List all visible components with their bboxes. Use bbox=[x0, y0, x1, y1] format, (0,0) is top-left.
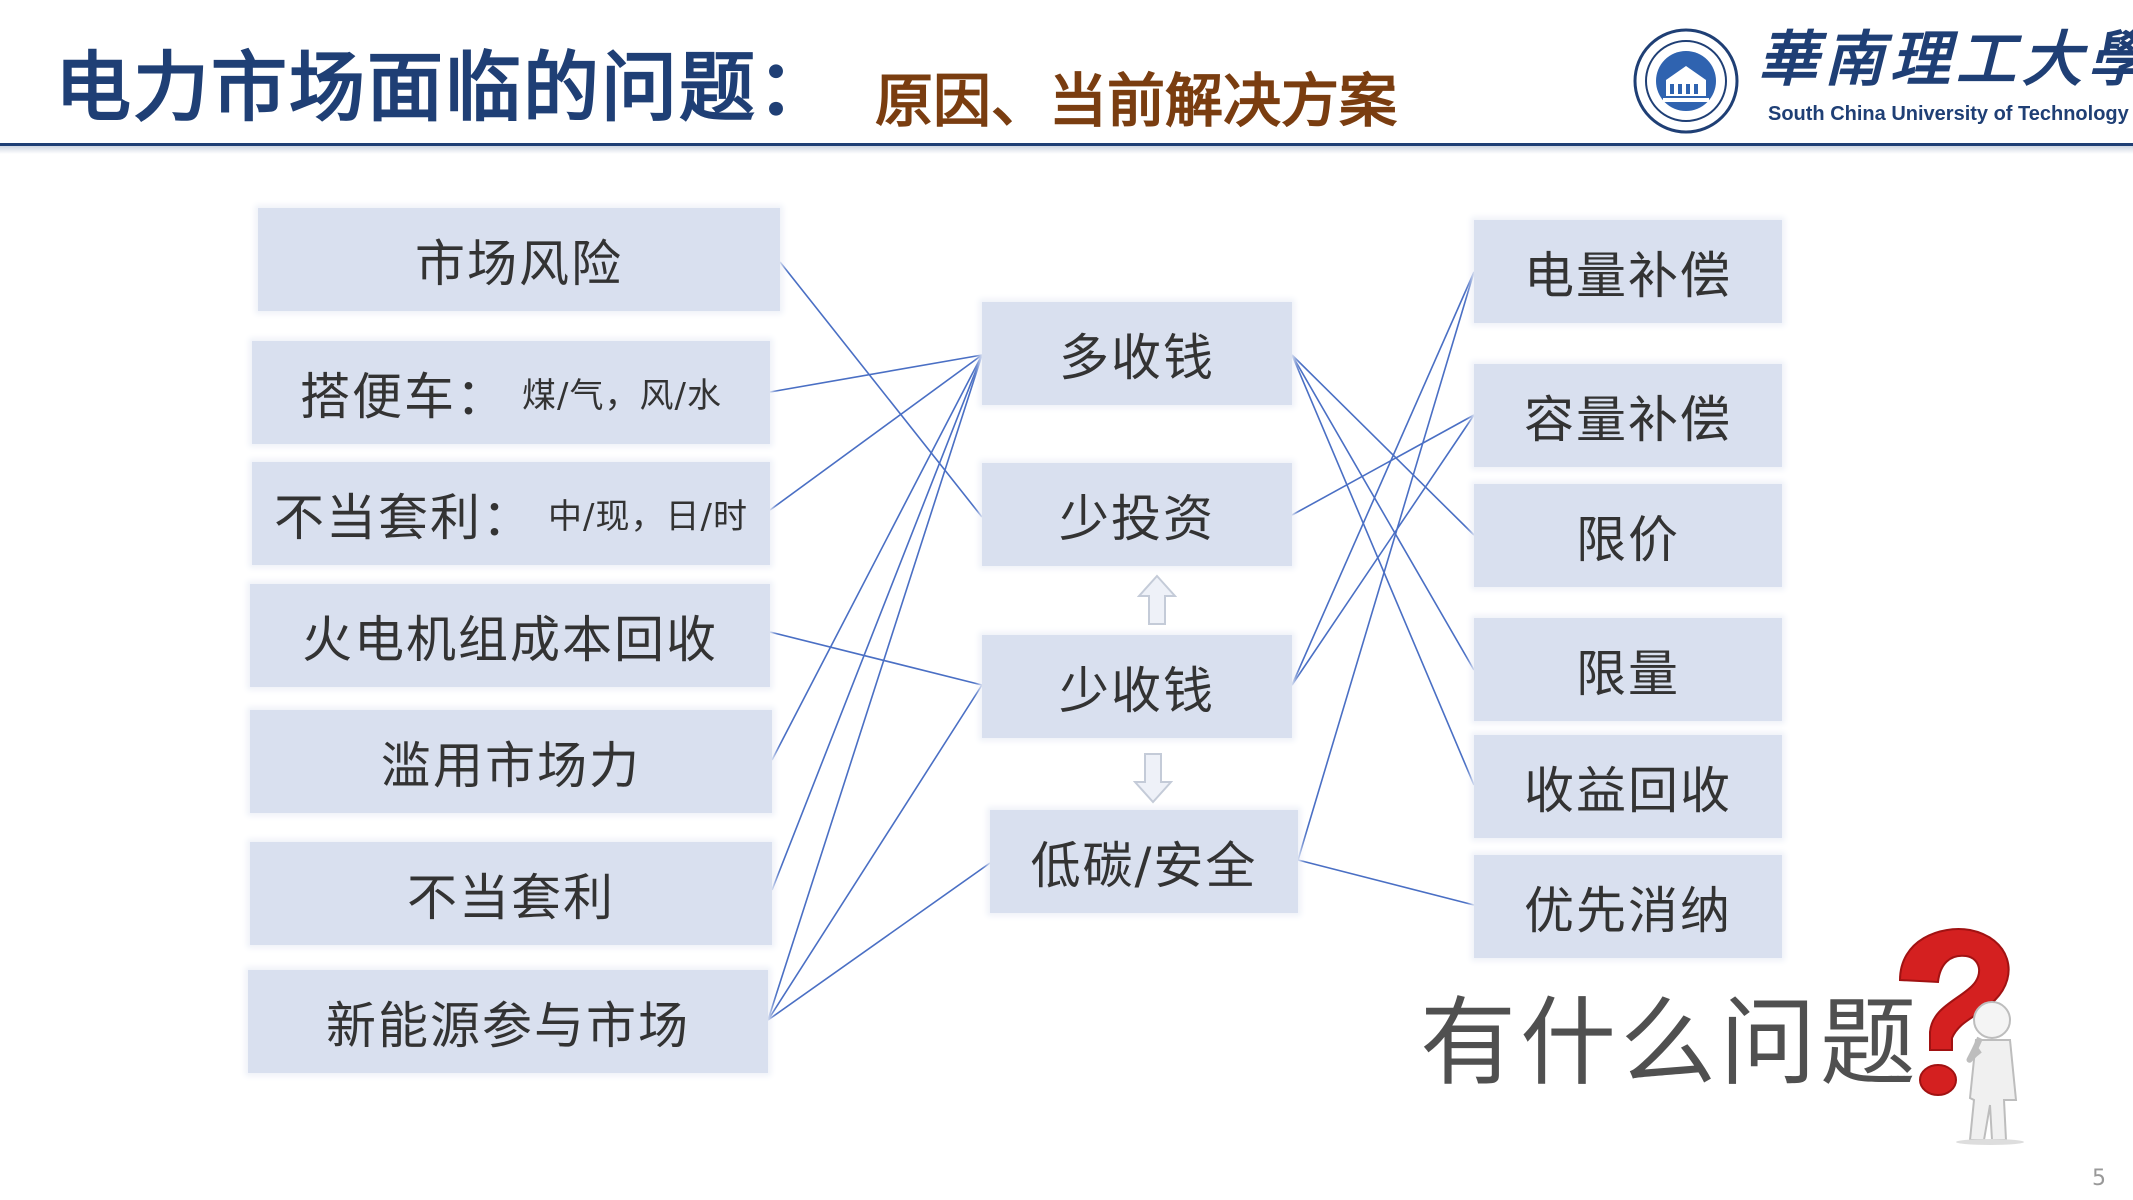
effect-label: 少投资 bbox=[1059, 489, 1215, 548]
cause-box-free-riding: 搭便车： 煤/气，风/水 bbox=[252, 341, 770, 444]
link-arbitrage-detail-to-overcharging bbox=[769, 354, 983, 511]
solution-box-quantity-cap: 限量 bbox=[1474, 618, 1782, 721]
cause-box-thermal-cost-recovery: 火电机组成本回收 bbox=[250, 584, 770, 687]
solution-label: 容量补偿 bbox=[1524, 390, 1732, 449]
solution-label: 电量补偿 bbox=[1524, 246, 1732, 305]
effect-box-undercharging: 少收钱 bbox=[982, 635, 1292, 738]
cause-label: 不当套利： bbox=[274, 488, 535, 547]
effect-box-reduced-investment: 少投资 bbox=[982, 463, 1292, 566]
header-divider-shadow bbox=[0, 146, 2133, 154]
header-divider bbox=[0, 143, 2133, 146]
effect-label: 低碳/安全 bbox=[1030, 836, 1258, 895]
down-arrow-icon bbox=[1133, 753, 1173, 804]
cause-label: 市场风险 bbox=[415, 234, 623, 293]
solution-label: 限量 bbox=[1576, 644, 1680, 703]
link-undercharging-to-capacity-comp bbox=[1291, 414, 1475, 686]
slide-subtitle: 原因、当前解决方案 bbox=[875, 67, 1398, 135]
link-renewables-to-overcharging bbox=[767, 354, 983, 1021]
solution-label: 限价 bbox=[1576, 510, 1680, 569]
link-undercharging-to-energy-comp bbox=[1291, 271, 1475, 686]
cause-label: 滥用市场力 bbox=[381, 736, 641, 795]
cause-box-renewables-in-market: 新能源参与市场 bbox=[248, 970, 768, 1073]
effect-label: 多收钱 bbox=[1059, 328, 1215, 387]
page-number: 5 bbox=[2092, 1166, 2106, 1191]
cause-detail: 中/现，日/时 bbox=[548, 497, 748, 537]
effect-label: 少收钱 bbox=[1059, 661, 1215, 720]
link-overcharging-to-quantity-cap bbox=[1291, 354, 1475, 671]
cause-label: 搭便车： bbox=[300, 367, 509, 426]
cause-label: 火电机组成本回收 bbox=[302, 610, 718, 669]
solution-box-priority-dispatch: 优先消纳 bbox=[1474, 855, 1782, 958]
cause-detail: 煤/气，风/水 bbox=[522, 376, 722, 416]
link-market-risk-to-reduced-investment bbox=[779, 261, 983, 518]
university-english-name: South China University of Technology bbox=[1768, 103, 2129, 125]
cause-box-improper-arbitrage: 不当套利 bbox=[250, 842, 772, 945]
solution-box-price-cap: 限价 bbox=[1474, 484, 1782, 587]
cause-label: 新能源参与市场 bbox=[326, 996, 690, 1055]
cause-box-improper-arbitrage-detail: 不当套利： 中/现，日/时 bbox=[252, 462, 770, 565]
link-renewables-to-low-carbon bbox=[767, 862, 991, 1021]
cause-label: 不当套利 bbox=[407, 868, 615, 927]
solution-label: 收益回收 bbox=[1524, 761, 1732, 820]
effect-box-low-carbon-security: 低碳/安全 bbox=[990, 810, 1298, 913]
link-arbitrage-to-overcharging bbox=[771, 354, 983, 891]
university-seal-logo bbox=[1633, 28, 1739, 134]
link-thermal-cost-to-undercharging bbox=[769, 631, 983, 686]
slide-title: 电力市场面临的问题： bbox=[55, 43, 835, 132]
question-text: 有什么问题 bbox=[1420, 987, 1920, 1099]
link-low-carbon-to-priority-dispatch bbox=[1297, 859, 1475, 906]
up-arrow-icon bbox=[1137, 574, 1177, 625]
link-renewables-to-undercharging bbox=[767, 684, 983, 1021]
question-mark-figure-icon bbox=[1898, 928, 2024, 1145]
cause-box-market-power-abuse: 滥用市场力 bbox=[250, 710, 772, 813]
effect-box-overcharging: 多收钱 bbox=[982, 302, 1292, 405]
solution-label: 优先消纳 bbox=[1524, 881, 1732, 940]
link-reduced-investment-to-capacity-comp bbox=[1291, 414, 1475, 516]
cause-box-market-risk: 市场风险 bbox=[258, 208, 780, 311]
link-low-carbon-to-energy-comp bbox=[1297, 271, 1475, 861]
solution-box-energy-compensation: 电量补偿 bbox=[1474, 220, 1782, 323]
university-name-logo: 華南理工大學 bbox=[1758, 25, 2133, 95]
solution-box-revenue-recovery: 收益回收 bbox=[1474, 735, 1782, 838]
link-market-power-to-overcharging bbox=[771, 354, 983, 761]
solution-box-capacity-compensation: 容量补偿 bbox=[1474, 364, 1782, 467]
link-overcharging-to-price-cap bbox=[1291, 354, 1475, 536]
link-free-riding-to-overcharging bbox=[769, 354, 983, 393]
link-overcharging-to-revenue-recovery bbox=[1291, 354, 1475, 786]
